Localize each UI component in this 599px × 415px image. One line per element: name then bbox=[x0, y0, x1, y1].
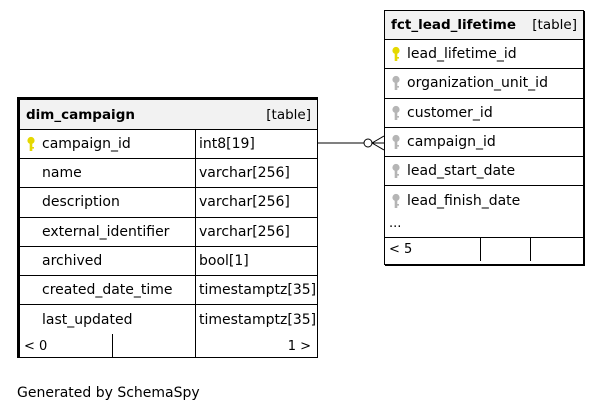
column-name: description bbox=[42, 194, 120, 211]
column-name-cell: organization_unit_id bbox=[385, 69, 548, 97]
column-type: varchar[256] bbox=[199, 223, 290, 240]
column-name-cell: description bbox=[20, 188, 196, 217]
table-type-label: [table] bbox=[266, 106, 311, 123]
column-row[interactable]: description varchar[256] bbox=[20, 188, 317, 218]
column-name: created_date_time bbox=[42, 282, 173, 299]
more-columns-indicator: ... bbox=[385, 216, 583, 238]
column-name-cell: created_date_time bbox=[20, 275, 196, 305]
column-name-cell: archived bbox=[20, 246, 196, 275]
footer-left: < 5 bbox=[385, 237, 481, 261]
column-name-cell: campaign_id bbox=[20, 130, 196, 159]
column-row[interactable]: lead_finish_date bbox=[385, 186, 583, 215]
column-type: varchar[256] bbox=[199, 194, 290, 211]
column-row[interactable]: name varchar[256] bbox=[20, 159, 317, 189]
column-row[interactable]: lead_start_date bbox=[385, 157, 583, 187]
column-row[interactable]: external_identifier varchar[256] bbox=[20, 217, 317, 247]
column-name-cell: lead_lifetime_id bbox=[385, 40, 517, 68]
column-row[interactable]: created_date_time timestamptz[35] bbox=[20, 275, 317, 306]
column-type: int8[19] bbox=[199, 136, 255, 153]
table-footer: < 0 1 > bbox=[20, 334, 317, 359]
column-name: organization_unit_id bbox=[407, 75, 548, 92]
column-name: archived bbox=[42, 252, 103, 269]
column-type: timestamptz[35] bbox=[199, 311, 317, 328]
column-name: name bbox=[42, 165, 82, 182]
column-name: customer_id bbox=[407, 104, 493, 121]
column-name-cell: campaign_id bbox=[385, 128, 496, 156]
column-row[interactable]: organization_unit_id bbox=[385, 69, 583, 99]
footer-middle bbox=[113, 334, 196, 359]
foreign-key-icon bbox=[385, 163, 407, 179]
column-type: timestamptz[35] bbox=[199, 282, 317, 299]
column-row[interactable]: customer_id bbox=[385, 99, 583, 128]
table-dim-campaign[interactable]: dim_campaign [table] campaign_id int8[19]… bbox=[17, 97, 318, 359]
crow-foot-lower bbox=[371, 142, 385, 151]
column-type: bool[1] bbox=[199, 252, 249, 269]
footer-right: 1 > bbox=[287, 338, 311, 354]
foreign-key-icon bbox=[385, 75, 407, 91]
column-name: last_updated bbox=[42, 311, 133, 328]
column-row[interactable]: archived bool[1] bbox=[20, 246, 317, 276]
column-type: varchar[256] bbox=[199, 165, 290, 182]
footer-left: < 0 bbox=[20, 334, 113, 359]
primary-key-icon bbox=[385, 46, 407, 62]
table-name: fct_lead_lifetime bbox=[391, 17, 516, 33]
footer-right bbox=[531, 238, 583, 261]
foreign-key-icon bbox=[385, 193, 407, 209]
column-name: lead_finish_date bbox=[407, 193, 521, 210]
primary-key-icon bbox=[20, 136, 42, 152]
table-header[interactable]: fct_lead_lifetime [table] bbox=[385, 11, 583, 40]
column-name-cell: lead_finish_date bbox=[385, 186, 520, 215]
foreign-key-icon bbox=[385, 134, 407, 150]
table-fct-lead-lifetime[interactable]: fct_lead_lifetime [table] lead_lifetime_… bbox=[384, 10, 584, 265]
column-name: lead_start_date bbox=[407, 163, 516, 180]
column-name-cell: external_identifier bbox=[20, 217, 196, 246]
foreign-key-icon bbox=[385, 105, 407, 121]
crow-foot-upper bbox=[371, 135, 385, 144]
column-name: campaign_id bbox=[407, 134, 496, 151]
column-row[interactable]: last_updated timestamptz[35] bbox=[20, 305, 317, 335]
column-name-cell: name bbox=[20, 159, 196, 188]
table-type-label: [table] bbox=[532, 17, 577, 33]
table-header[interactable]: dim_campaign [table] bbox=[20, 100, 317, 130]
zero-cardinality-marker bbox=[363, 138, 373, 148]
column-name-cell: last_updated bbox=[20, 305, 196, 335]
column-name-cell: customer_id bbox=[385, 99, 493, 127]
column-row[interactable]: campaign_id int8[19] bbox=[20, 130, 317, 160]
footer-middle bbox=[481, 237, 531, 261]
column-name: external_identifier bbox=[42, 223, 170, 240]
column-name: campaign_id bbox=[42, 136, 131, 153]
column-row[interactable]: lead_lifetime_id bbox=[385, 40, 583, 70]
table-name: dim_campaign bbox=[26, 106, 135, 123]
column-name: lead_lifetime_id bbox=[407, 46, 517, 63]
generated-by-label: Generated by SchemaSpy bbox=[17, 385, 200, 401]
column-name-cell: lead_start_date bbox=[385, 157, 515, 185]
column-row[interactable]: campaign_id bbox=[385, 128, 583, 158]
table-footer: < 5 bbox=[385, 237, 583, 261]
